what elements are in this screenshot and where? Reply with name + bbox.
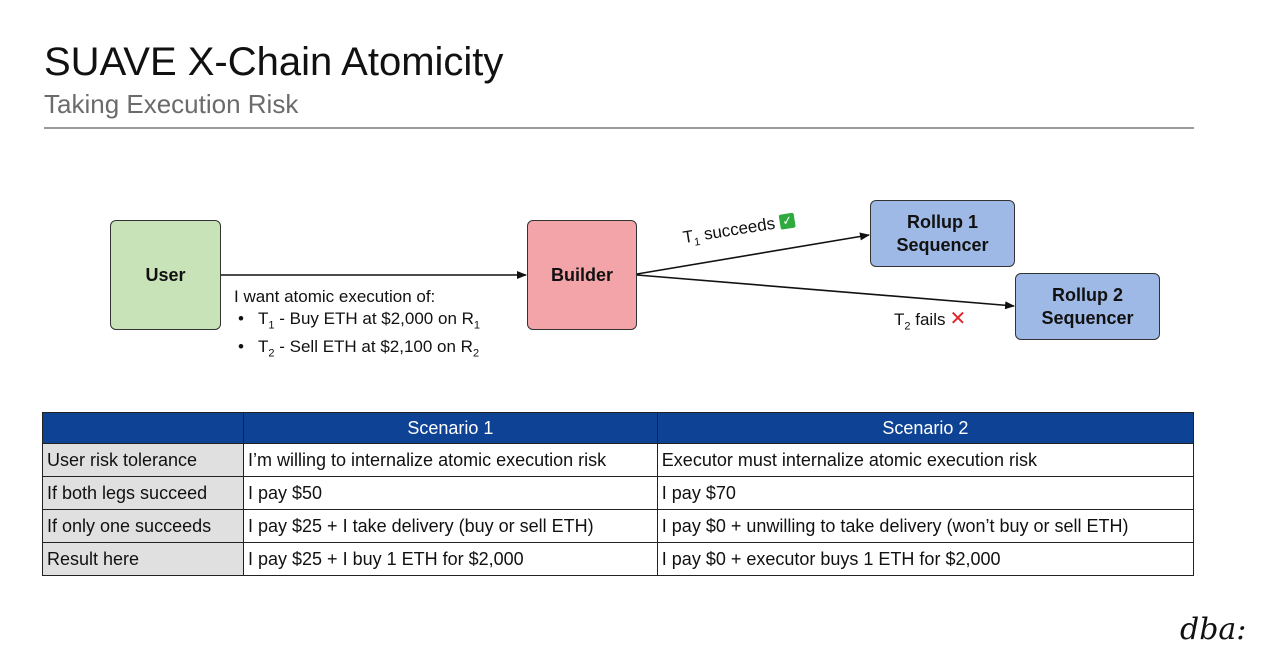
node-rollup2-sequencer: Rollup 2 Sequencer <box>1015 273 1160 340</box>
table-row: If only one succeeds I pay $25 + I take … <box>42 509 1195 543</box>
dba-logo: dba: <box>1180 612 1247 647</box>
node-rollup1-line2: Sequencer <box>896 234 989 255</box>
request-list: •T1 - Buy ETH at $2,000 on R1 •T2 - Sell… <box>234 308 480 365</box>
edge-label-t2-fails: T2 fails✕ <box>894 308 967 333</box>
title-divider <box>44 127 1194 129</box>
scenario-table: Scenario 1 Scenario 2 User risk toleranc… <box>42 412 1195 576</box>
table-header-blank <box>42 412 244 444</box>
table-row: Result here I pay $25 + I buy 1 ETH for … <box>42 542 1195 576</box>
table-header-row: Scenario 1 Scenario 2 <box>42 412 1195 444</box>
node-rollup1-sequencer: Rollup 1 Sequencer <box>870 200 1015 267</box>
row-label: If both legs succeed <box>42 476 244 510</box>
table-header-scenario1: Scenario 1 <box>243 412 658 444</box>
table-cell: I pay $0 + executor buys 1 ETH for $2,00… <box>656 542 1195 576</box>
node-builder: Builder <box>527 220 637 330</box>
request-item-t1: •T1 - Buy ETH at $2,000 on R1 <box>238 309 481 332</box>
page-title: SUAVE X-Chain Atomicity <box>44 40 504 84</box>
table-cell: I pay $50 <box>243 476 658 510</box>
table-cell: I’m willing to internalize atomic execut… <box>243 443 658 477</box>
table-row: If both legs succeed I pay $50 I pay $70 <box>42 476 1195 510</box>
node-rollup2-line1: Rollup 2 <box>1052 285 1123 305</box>
node-rollup1-line1: Rollup 1 <box>907 212 978 232</box>
row-label: If only one succeeds <box>42 509 244 543</box>
request-item-t2: •T2 - Sell ETH at $2,100 on R2 <box>238 337 480 360</box>
request-intro: I want atomic execution of: <box>234 287 436 306</box>
row-label: User risk tolerance <box>42 443 244 477</box>
node-user-label: User <box>145 264 186 285</box>
node-user: User <box>110 220 221 330</box>
table-cell: I pay $70 <box>656 476 1195 510</box>
table-cell: I pay $25 + I take delivery (buy or sell… <box>243 509 658 543</box>
request-description: I want atomic execution of: •T1 - Buy ET… <box>234 286 480 365</box>
node-rollup2-line2: Sequencer <box>1041 307 1134 328</box>
table-row: User risk tolerance I’m willing to inter… <box>42 443 1195 477</box>
cross-mark-icon: ✕ <box>949 308 967 330</box>
table-header-scenario2: Scenario 2 <box>656 412 1195 444</box>
row-label: Result here <box>42 542 244 576</box>
node-builder-label: Builder <box>550 264 613 285</box>
table-cell: I pay $0 + unwilling to take delivery (w… <box>656 509 1195 543</box>
arrow-builder-to-rollup1 <box>636 232 870 275</box>
table-cell: I pay $25 + I buy 1 ETH for $2,000 <box>243 542 658 576</box>
page-subtitle: Taking Execution Risk <box>44 89 299 119</box>
check-mark-icon: ✓ <box>778 212 796 230</box>
arrow-builder-to-rollup2 <box>636 274 1015 310</box>
table-cell: Executor must internalize atomic executi… <box>656 443 1195 477</box>
